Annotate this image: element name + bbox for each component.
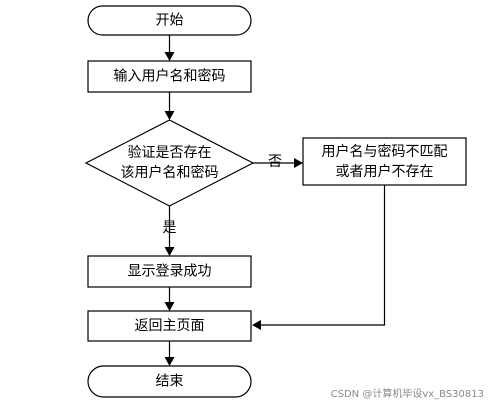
- return-home-node: 返回主页面: [87, 310, 252, 342]
- mismatch-node: 用户名与密码不匹配 或者用户不存在: [302, 137, 467, 186]
- login-success-node: 显示登录成功: [87, 255, 252, 288]
- mismatch-line1: 用户名与密码不匹配: [322, 143, 448, 160]
- start-node: 开始: [87, 5, 252, 36]
- arrow-check-to-mismatch: 否: [253, 154, 303, 170]
- verify-decision-node: 验证是否存在 该用户名和密码: [84, 119, 255, 207]
- input-credentials-label: 输入用户名和密码: [114, 68, 226, 85]
- end-node: 结束: [87, 365, 252, 398]
- mismatch-line2: 或者用户不存在: [336, 163, 434, 180]
- input-credentials-node: 输入用户名和密码: [87, 60, 252, 93]
- arrow-home-to-end: [164, 341, 175, 366]
- login-success-label: 显示登录成功: [128, 264, 212, 280]
- yes-branch-label: 是: [163, 220, 177, 236]
- no-branch-label: 否: [268, 154, 282, 170]
- arrow-success-to-home: [164, 287, 175, 311]
- watermark: CSDN @计算机毕设vx_BS30813: [331, 387, 484, 400]
- end-label: 结束: [156, 374, 184, 390]
- arrow-input-to-check: [164, 92, 175, 120]
- verify-decision-line2: 该用户名和密码: [121, 164, 219, 181]
- verify-decision-line1: 验证是否存在: [128, 145, 212, 161]
- start-label: 开始: [156, 13, 184, 29]
- arrow-start-to-input: [164, 35, 175, 61]
- return-home-label: 返回主页面: [135, 318, 205, 334]
- arrow-check-to-success: 是: [163, 206, 177, 256]
- arrow-mismatch-to-home: [252, 185, 386, 330]
